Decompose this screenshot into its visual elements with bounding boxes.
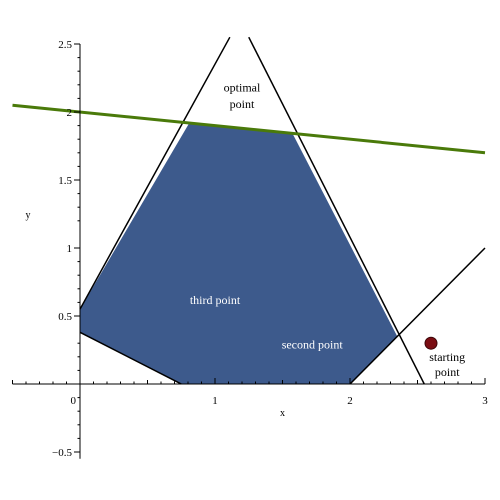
origin-label: 0 bbox=[71, 395, 77, 407]
x-tick-label: 2 bbox=[347, 395, 353, 407]
points-layer bbox=[424, 336, 438, 350]
annotation-label: third point bbox=[190, 293, 241, 307]
feasible-region-layer bbox=[80, 122, 398, 384]
feasible-region bbox=[80, 122, 398, 384]
y-tick-label: 0.5 bbox=[58, 311, 72, 323]
annotation-label: point bbox=[230, 97, 255, 111]
line-3 bbox=[79, 331, 182, 385]
y-tick-label: 1 bbox=[67, 243, 73, 255]
y-ticks: −0.5 0.5 1 1.5 2 2.5 bbox=[52, 39, 80, 459]
line-1 bbox=[79, 36, 231, 310]
x-ticks: 1 2 3 bbox=[12, 378, 488, 407]
annotations-layer: optimal point third point second point start… bbox=[190, 81, 465, 379]
x-tick-label: 3 bbox=[482, 395, 488, 407]
y-tick-label: 2.5 bbox=[58, 39, 72, 51]
annotation-label: second point bbox=[282, 338, 344, 352]
y-axis-label: y bbox=[26, 210, 31, 221]
annotation-label: optimal bbox=[224, 81, 261, 95]
annotation-label: point bbox=[435, 365, 460, 379]
starting-point-marker bbox=[424, 336, 438, 350]
line-4 bbox=[349, 247, 486, 385]
x-tick-label: 1 bbox=[212, 395, 218, 407]
line-2 bbox=[248, 36, 425, 385]
y-tick-label: −0.5 bbox=[52, 447, 72, 459]
axes: 1 2 3 −0.5 0.5 1 1.5 2 2.5 0 x y bbox=[12, 39, 488, 459]
line-5 bbox=[12, 103, 486, 155]
y-tick-label: 2 bbox=[67, 107, 73, 119]
x-axis-label: x bbox=[280, 408, 285, 419]
y-tick-label: 1.5 bbox=[58, 175, 72, 187]
annotation-label: starting bbox=[429, 350, 465, 364]
constraint-lines-layer bbox=[12, 36, 486, 385]
